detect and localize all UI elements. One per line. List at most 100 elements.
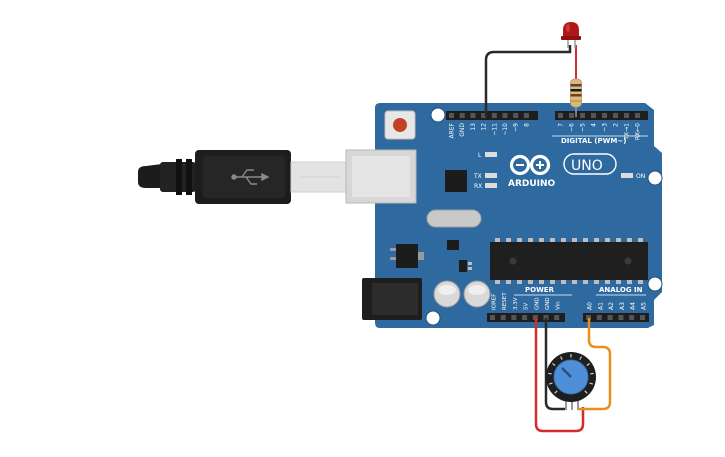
wire-5v[interactable]: [534, 318, 585, 433]
usb-cable[interactable]: [138, 150, 348, 204]
pot-knob-indicator: [561, 367, 572, 378]
power-pin-hole[interactable]: [500, 315, 506, 320]
digital-pin-hole[interactable]: [613, 113, 618, 118]
analog-pin-hole[interactable]: [586, 315, 591, 320]
digital-pin-label: ~11: [491, 123, 498, 136]
digital-pin-label: 13: [470, 123, 477, 131]
digital-pin-label: 7: [558, 123, 565, 127]
digital-pin-hole[interactable]: [502, 113, 508, 118]
model-badge: [563, 153, 617, 175]
digital-pin-label: TX→1: [624, 123, 631, 141]
voltage-regulator: [390, 244, 424, 268]
analog-header: [583, 313, 649, 322]
digital-pin-label: 2: [613, 123, 620, 127]
digital-pin-hole[interactable]: [558, 113, 563, 118]
analog-pin-label: A3: [619, 302, 626, 310]
digital-pin-hole[interactable]: [481, 113, 487, 118]
mounting-hole: [430, 107, 446, 123]
wire-gnd-led[interactable]: [484, 45, 572, 117]
power-pin-hole[interactable]: [522, 315, 528, 320]
power-jack: [362, 278, 422, 320]
brand-label: ARDUINO: [508, 179, 556, 189]
wire-a0[interactable]: [578, 318, 612, 411]
led-tx: [485, 173, 497, 178]
digital-pin-hole[interactable]: [602, 113, 607, 118]
power-pin-hole[interactable]: [554, 315, 560, 320]
analog-pin-hole[interactable]: [596, 315, 602, 320]
analog-pin-label: A0: [587, 302, 594, 310]
on-label: ON: [636, 173, 645, 180]
power-pin-hole[interactable]: [543, 315, 549, 320]
analog-pin-label: A2: [608, 302, 615, 310]
digital-pin-hole[interactable]: [513, 113, 519, 118]
digital-pin-hole[interactable]: [580, 113, 585, 118]
potentiometer[interactable]: [546, 352, 596, 410]
digital-pin-label: ~10: [502, 123, 509, 136]
crystal-oscillator: [426, 209, 482, 228]
mounting-hole: [647, 170, 663, 186]
power-pin-label: 3.3V: [513, 297, 519, 310]
digital-pin-label: 4: [591, 123, 598, 127]
digital-pin-label: 8: [523, 123, 530, 127]
led-on: [621, 173, 633, 178]
atmega-chip: [490, 238, 648, 284]
power-label: POWER: [525, 286, 555, 294]
usb-symbol-icon: [231, 169, 270, 185]
led-l: [485, 152, 497, 157]
power-pin-label: GND: [534, 297, 540, 310]
analog-pin-label: A4: [630, 302, 637, 310]
power-pin-label: IOREF: [492, 294, 498, 310]
digital-pin-hole[interactable]: [591, 113, 596, 118]
digital-header-right: [555, 111, 648, 120]
digital-pin-hole[interactable]: [470, 113, 476, 118]
analog-pin-label: A5: [641, 302, 648, 310]
power-pin-hole[interactable]: [490, 315, 495, 320]
digital-pin-label: RX←0: [635, 123, 642, 140]
digital-pin-hole[interactable]: [635, 113, 640, 118]
analog-pin-hole[interactable]: [618, 315, 624, 320]
digital-pin-hole[interactable]: [569, 113, 574, 118]
power-pin-label: GND: [545, 297, 551, 310]
digital-pin-label: AREF: [449, 122, 456, 138]
analog-pin-hole[interactable]: [607, 315, 613, 320]
digital-pin-label: ~9: [513, 123, 520, 132]
reset-button[interactable]: [384, 110, 416, 140]
digital-pin-label: ~3: [602, 123, 609, 132]
red-led[interactable]: [561, 22, 581, 48]
usb-chip: [445, 170, 467, 192]
digital-pin-label: GND: [459, 123, 466, 137]
power-pin-hole[interactable]: [532, 315, 538, 320]
model-label: UNO: [571, 158, 603, 174]
analog-pin-hole[interactable]: [629, 315, 635, 320]
digital-pin-label: ~6: [569, 123, 576, 132]
digital-pin-label: 12: [481, 123, 488, 131]
led-rx-label: RX: [474, 183, 482, 190]
power-pin-label: RESET: [502, 292, 508, 310]
digital-pin-hole[interactable]: [459, 113, 465, 118]
digital-pwm-label: DIGITAL (PWM~): [561, 137, 626, 145]
analog-pin-label: A1: [597, 302, 604, 310]
capacitor: [463, 280, 491, 308]
arduino-logo-icon: [509, 154, 551, 176]
digital-pin-hole[interactable]: [624, 113, 629, 118]
smd-component: [459, 260, 472, 272]
power-pin-label: Vin: [556, 301, 562, 310]
analog-pin-hole[interactable]: [640, 315, 645, 320]
mounting-hole: [425, 310, 441, 326]
digital-pin-hole[interactable]: [523, 113, 529, 118]
led-tx-label: TX: [473, 173, 482, 180]
digital-pin-label: ~5: [580, 123, 587, 132]
mounting-hole: [647, 276, 663, 292]
power-pin-hole[interactable]: [511, 315, 517, 320]
led-l-label: L: [478, 152, 482, 159]
resistor[interactable]: [570, 78, 582, 108]
digital-pin-hole[interactable]: [491, 113, 497, 118]
wire-gnd-pot[interactable]: [544, 318, 565, 411]
power-pin-label: 5V: [524, 303, 530, 310]
digital-pin-hole[interactable]: [449, 113, 454, 118]
analog-in-label: ANALOG IN: [599, 286, 643, 294]
led-rx: [485, 183, 497, 188]
capacitor: [433, 280, 461, 308]
